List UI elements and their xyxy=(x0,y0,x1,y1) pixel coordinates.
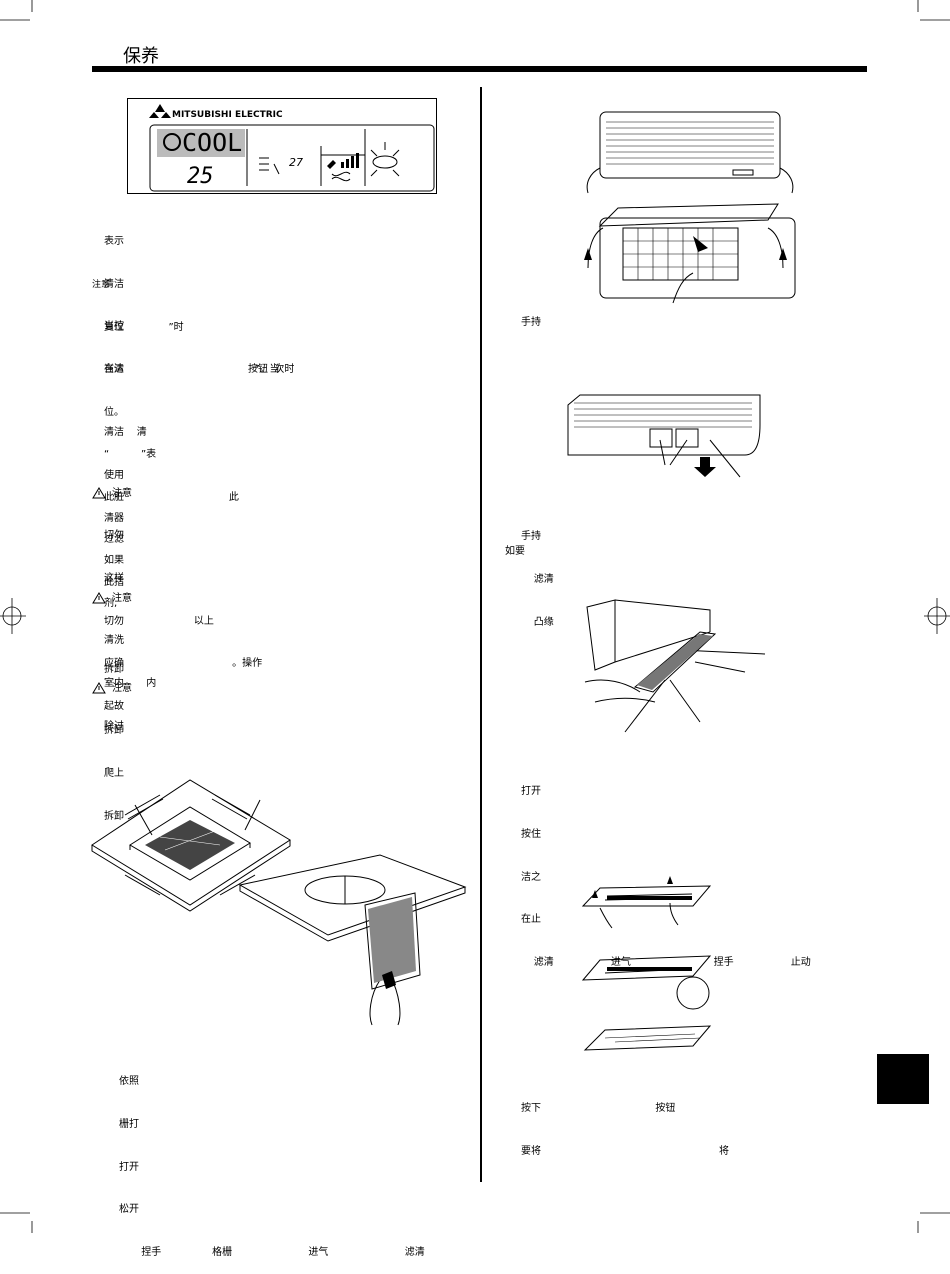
text-line: 滤清 xyxy=(521,574,554,586)
left-block-8: 依照 栅打 打开 松开 捏手 格栅 进气 滤清 xyxy=(119,1047,425,1274)
caution-label: 注意 xyxy=(112,593,132,604)
text-line: 松开 xyxy=(119,1204,139,1216)
text-line: 打开 xyxy=(521,786,541,798)
remote-temp-text: 25 xyxy=(187,164,214,189)
right-block-1: 手持 xyxy=(521,317,541,328)
text-line: “ ”表 xyxy=(104,449,157,461)
text-line: 依照 xyxy=(119,1076,139,1088)
text-line: 当达 ”。当 xyxy=(104,364,280,376)
column-divider xyxy=(480,87,482,1182)
text-line: 拆卸 xyxy=(104,810,124,822)
text-line: 手持 xyxy=(521,531,541,543)
right-block-3: 打开 按住 洁之 在止 滤清 进气 捏手 止动 xyxy=(521,757,811,984)
text-line: 切勿 xyxy=(104,530,124,542)
text-line: 清洁 清 xyxy=(104,427,147,439)
left-block-1: 表示 清洁 复位 ”时 在清 按钮 次时 xyxy=(104,207,294,392)
filter-removal-illustration xyxy=(584,599,766,733)
page-title: 保养 xyxy=(123,46,159,67)
text-line: 此脏 此 xyxy=(104,491,239,503)
text-line: 起故 xyxy=(104,700,124,712)
left-block-7: 拆卸 爬上 拆卸 xyxy=(104,696,124,838)
wall-unit-illustration-top xyxy=(584,111,796,304)
warning-icon xyxy=(92,682,106,694)
left-block-3: 清洁 清 使用 清器 如果 剂, xyxy=(104,398,147,625)
text-line: 切勿 以上 xyxy=(104,615,214,627)
text-line: 复位 ”时 xyxy=(104,321,184,333)
right-block-2b: 如要 xyxy=(505,546,525,557)
text-line: 使用 xyxy=(104,470,124,482)
text-line: 应确 。操作 xyxy=(104,658,263,670)
text-line: 洁之 xyxy=(521,871,541,883)
text-line: 滤清 进气 捏手 止动 xyxy=(521,956,811,968)
text-line: 拆卸 xyxy=(104,725,124,737)
left-block-6: 拆卸 xyxy=(104,664,124,675)
text-line: 清洗 xyxy=(104,635,124,647)
remote-display-illustration: COOL 25 27 MITSUBISHI ELECTRIC xyxy=(127,98,437,194)
caution-label: 注意 xyxy=(112,683,132,694)
text-line: 在止 xyxy=(521,914,541,926)
wall-unit-illustration-filter xyxy=(567,394,761,478)
text-line: 清器 xyxy=(104,512,124,524)
text-line: 在清 按钮 次时 xyxy=(104,364,295,376)
text-line: 过滤 xyxy=(104,534,124,546)
text-line: 凸缘 xyxy=(521,616,554,628)
warning-icon xyxy=(92,592,106,604)
text-line: 爬上 xyxy=(104,768,124,780)
text-line: 除过 xyxy=(104,720,124,732)
left-block-5: 清洗 室内 内 除过 xyxy=(104,606,156,748)
text-line: 栅打 xyxy=(119,1119,139,1131)
text-line: 当控 xyxy=(104,321,124,333)
grille-steps-illustration xyxy=(581,876,712,1051)
text-line: 表示 xyxy=(104,236,124,248)
right-block-4: 按下 按钮 要将 将 xyxy=(521,1074,729,1173)
section-tab xyxy=(877,1054,929,1104)
text-line: 捏手 格栅 进气 滤清 xyxy=(119,1246,425,1258)
caution-label: 注意 xyxy=(112,488,132,499)
text-line: 剂, xyxy=(104,597,118,609)
text-line: 这样 xyxy=(104,573,124,585)
text-line: 清洁 xyxy=(104,279,124,291)
text-line: 位。 xyxy=(104,406,124,418)
warning-icon xyxy=(92,487,106,499)
note-label: 注意 xyxy=(92,280,111,290)
cassette-unit-illustration xyxy=(91,779,467,1026)
header-rule xyxy=(92,66,867,72)
text-line: 按下 按钮 xyxy=(521,1103,676,1115)
text-line: 如果 xyxy=(104,555,124,567)
remote-brand: MITSUBISHI ELECTRIC xyxy=(172,110,283,120)
left-block-2: 当控 当达 ”。当 位。 “ ”表 此脏 此 过滤 此指 xyxy=(104,292,280,604)
remote-small-number: 27 xyxy=(289,156,303,169)
text-line: 此指 xyxy=(104,577,124,589)
remote-mode-text: COOL xyxy=(182,128,242,157)
text-line: 按住 xyxy=(521,829,541,841)
left-block-4: 切勿 这样 切勿 以上 应确 。操作 起故 xyxy=(104,501,262,728)
right-block-2: 手持 滤清 凸缘 xyxy=(521,502,554,644)
text-line: 要将 将 xyxy=(521,1146,730,1158)
text-line: 室内 内 xyxy=(104,678,157,690)
text-line: 打开 xyxy=(119,1161,139,1173)
